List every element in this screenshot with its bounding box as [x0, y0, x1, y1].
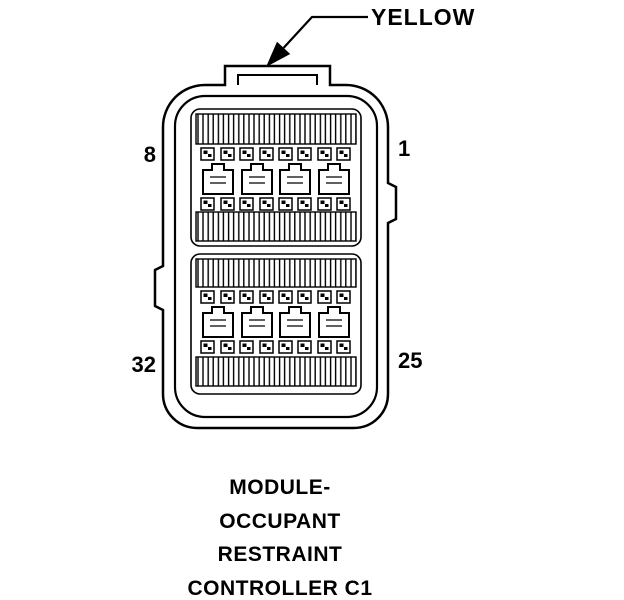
- terminal-bank-top: [190, 108, 362, 247]
- callout-arrow: [266, 15, 368, 67]
- arrowhead-icon: [266, 41, 291, 67]
- connector-color-label: YELLOW: [371, 4, 476, 30]
- caption-line: OCCUPANT: [219, 509, 341, 533]
- connector-body: [153, 64, 398, 430]
- caption-line: MODULE-: [229, 476, 331, 499]
- pin-label-1: 1: [398, 136, 411, 161]
- caption-line: CONTROLLER C1: [187, 576, 373, 600]
- pin-label-8: 8: [143, 142, 156, 167]
- terminal-banks: [190, 108, 362, 395]
- lock-tab-detail: [237, 74, 318, 85]
- caption: MODULE- OCCUPANT RESTRAINT CONTROLLER C1: [150, 471, 410, 600]
- pin-label-25: 25: [398, 348, 423, 373]
- pin-label-32: 32: [131, 352, 156, 377]
- terminal-bank-bottom: [190, 253, 362, 395]
- caption-line: RESTRAINT: [217, 543, 343, 566]
